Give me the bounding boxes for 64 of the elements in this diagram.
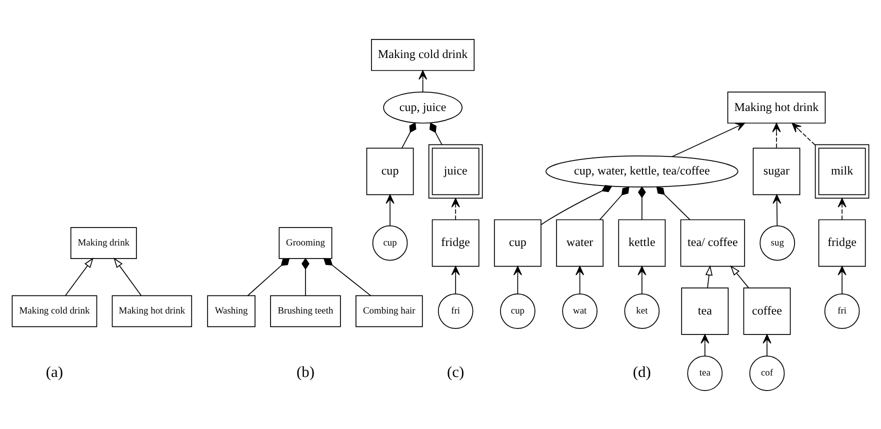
arrow [792,122,816,145]
node-circle: ket [624,293,660,328]
arrow [386,194,394,226]
arrow [418,70,428,92]
arrow [451,265,460,294]
node-circle: sug [760,224,796,260]
arrow [772,194,782,226]
arrow [705,264,713,288]
node-box: cup [494,218,542,266]
node-box: tea/ coffee [680,218,746,266]
arrow [576,265,584,294]
node-box: Making cold drink [371,38,475,70]
connector [656,186,690,220]
connector [402,122,416,148]
node-box: coffee [743,286,791,334]
node-circle: fri [438,293,474,328]
node-box: tea [681,286,729,334]
node-box: juice [428,144,483,198]
arrow [838,197,846,220]
node-box: Making drink [70,226,137,258]
arrow [513,265,522,294]
node-box: cup [366,147,414,195]
node-circle: cup [500,293,536,328]
node-box: fridge [818,218,866,266]
connector [302,257,310,296]
node-circle: fri [824,293,860,328]
node-box: Washing [207,294,256,327]
arrow [700,334,710,356]
label: (c) [446,364,464,381]
label: (a) [46,364,64,381]
label: (d) [632,364,651,381]
arrow [114,257,142,296]
connector [638,186,646,220]
node-box: Combing hair [356,294,423,327]
node-circle: wat [562,293,598,328]
node-box: water [556,218,604,266]
arrow [838,265,846,294]
connector [540,184,612,225]
arrow [672,122,745,157]
node-ellipse: cup, water, kettle, tea/coffee [546,154,738,187]
node-box: Making hot drink [112,294,192,327]
connector [430,122,442,145]
arrow [772,122,781,148]
node-ellipse: cup, juice [383,91,462,124]
node-box: sugar [752,147,800,195]
node-circle: cup [372,224,408,260]
node-box: fridge [432,218,480,266]
node-circle: cof [749,355,785,390]
node-box: Brushing teeth [270,294,341,327]
connector [599,186,630,220]
connector [247,258,290,296]
arrow [762,334,772,356]
node-box: Making hot drink [727,91,826,124]
node-box: Grooming [278,226,332,258]
node-box: kettle [618,218,666,266]
label: (b) [296,364,315,381]
arrow [451,197,460,220]
arrow [64,257,94,296]
connector [323,258,372,296]
node-circle: tea [687,355,723,390]
arrow [638,265,646,294]
node-box: Making cold drink [12,294,98,327]
arrow [730,264,750,288]
node-box: milk [814,144,870,198]
